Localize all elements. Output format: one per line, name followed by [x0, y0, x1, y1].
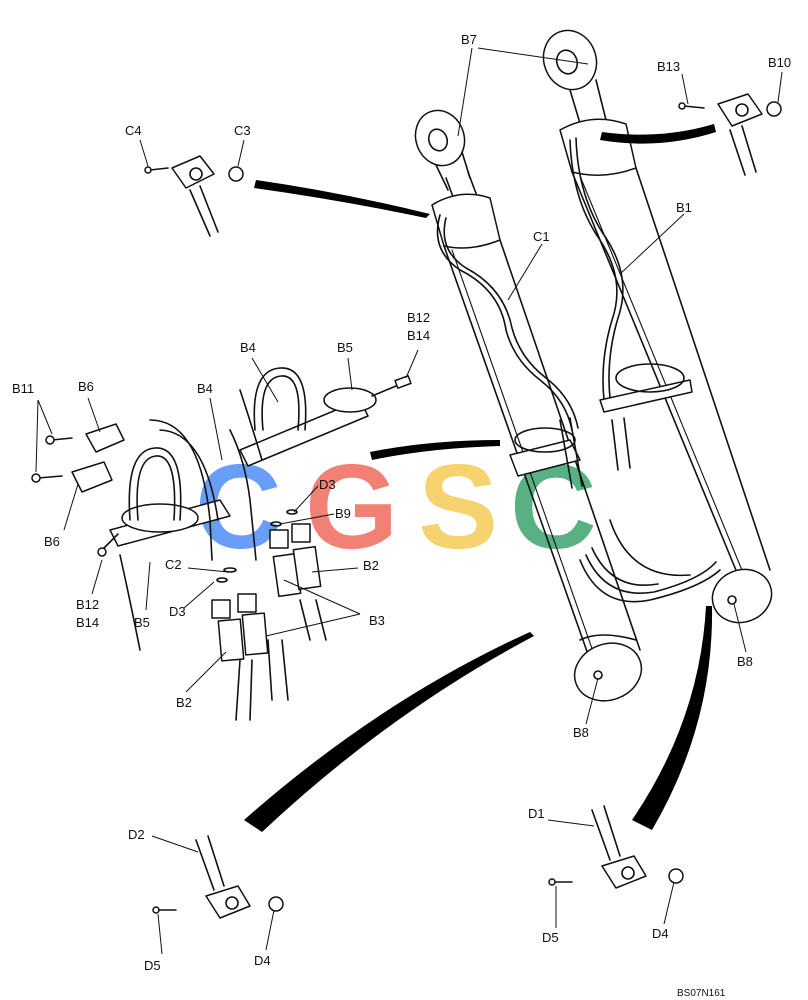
bracket-assembly — [31, 367, 412, 721]
cylinder-clamp — [509, 363, 693, 489]
hydraulic-pipes — [436, 137, 721, 603]
label-b5-upper: B5 — [337, 340, 353, 355]
flange-detail-c — [144, 155, 244, 237]
label-d5-left: D5 — [144, 958, 161, 973]
label-d3-lower: D3 — [169, 604, 186, 619]
label-b8-right: B8 — [737, 654, 753, 669]
label-c2: C2 — [165, 557, 182, 572]
diagram-code: BS07N161 — [677, 988, 726, 999]
label-b2-lower: B2 — [176, 695, 192, 710]
label-b4-upper: B4 — [240, 340, 256, 355]
label-b12-top: B12 — [407, 310, 430, 325]
label-b14-bottom: B14 — [76, 615, 99, 630]
part-labels: B7 B13 B10 C4 C3 B1 C1 B12 B14 B4 B5 B11… — [12, 32, 791, 973]
flange-detail-d2 — [152, 835, 284, 919]
label-b12-bottom: B12 — [76, 597, 99, 612]
label-d4-left: D4 — [254, 953, 271, 968]
label-d4-right: D4 — [652, 926, 669, 941]
flange-detail-b — [678, 93, 782, 176]
label-c1: C1 — [533, 229, 550, 244]
label-d5-right: D5 — [542, 930, 559, 945]
label-b4-lower: B4 — [197, 381, 213, 396]
label-b6-lower: B6 — [44, 534, 60, 549]
label-b1: B1 — [676, 200, 692, 215]
watermark-letter-g: G — [305, 440, 398, 574]
label-b3: B3 — [369, 613, 385, 628]
label-b9: B9 — [335, 506, 351, 521]
label-d1: D1 — [528, 806, 545, 821]
label-b13: B13 — [657, 59, 680, 74]
label-b10: B10 — [768, 55, 791, 70]
label-b8-lower: B8 — [573, 725, 589, 740]
label-b14-top: B14 — [407, 328, 430, 343]
label-b2-right: B2 — [363, 558, 379, 573]
callout-pointers — [244, 124, 716, 832]
flange-detail-d1 — [548, 805, 684, 889]
label-d2: D2 — [128, 827, 145, 842]
label-b6-upper: B6 — [78, 379, 94, 394]
label-c4: C4 — [125, 123, 142, 138]
cylinder-right — [542, 29, 773, 624]
label-b5-lower: B5 — [134, 615, 150, 630]
label-b11: B11 — [12, 381, 34, 396]
leader-lines — [35, 47, 783, 955]
label-c3: C3 — [234, 123, 251, 138]
label-b7: B7 — [461, 32, 477, 47]
watermark-letter-s: S — [418, 440, 498, 574]
label-d3-upper: D3 — [319, 477, 336, 492]
